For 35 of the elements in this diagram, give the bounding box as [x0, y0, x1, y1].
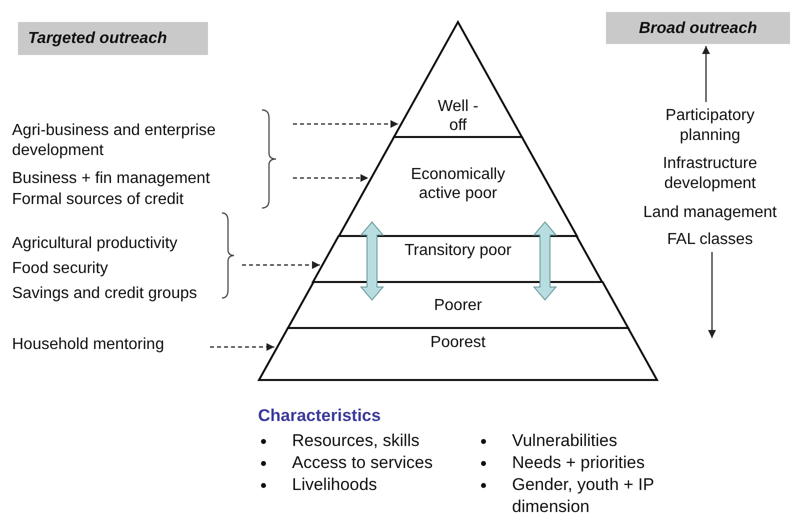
arrow	[242, 261, 320, 269]
tier-label: Well -off	[436, 97, 480, 135]
list-item: Resources, skills	[292, 430, 421, 452]
outreach-item: Savings and credit groups	[12, 284, 198, 304]
label-box	[18, 22, 208, 55]
list-item: Gender, youth + IP dimension	[512, 474, 655, 518]
double-arrow	[532, 221, 558, 301]
outreach-item: Infrastructure development	[662, 154, 758, 194]
arrow	[293, 120, 398, 128]
outreach-item: Formal sources of credit	[12, 190, 185, 210]
outreach-item: Agricultural productivity	[12, 234, 178, 254]
tier-label: Poorer	[432, 296, 483, 315]
tier-label: Transitory poor	[403, 241, 512, 260]
heading-text: Targeted outreach	[28, 29, 167, 49]
list-item: Needs + priorities	[512, 452, 646, 474]
double-arrow	[360, 221, 384, 301]
outreach-item: FAL classes	[666, 230, 754, 250]
tier-label: Poorest	[429, 333, 487, 352]
outreach-item: Agri-business and enterprise development	[12, 121, 217, 161]
outreach-item: Participatory planning	[664, 106, 756, 146]
heading-text: Broad outreach	[638, 19, 758, 39]
arrow	[210, 343, 274, 351]
outreach-item: Food security	[12, 259, 110, 279]
label-box	[606, 12, 790, 44]
list-item: Livelihoods	[292, 474, 378, 496]
list-item: Vulnerabilities	[512, 430, 618, 452]
outreach-item: Business + fin management	[12, 169, 211, 189]
arrow	[702, 46, 710, 102]
arrow	[293, 174, 368, 182]
tier-label: Economically active poor	[410, 165, 506, 203]
section-heading: Characteristics	[258, 405, 382, 427]
arrow	[708, 252, 716, 338]
outreach-item: Household mentoring	[12, 335, 166, 355]
outreach-item: Land management	[642, 203, 778, 223]
list-item: Access to services	[292, 452, 434, 474]
